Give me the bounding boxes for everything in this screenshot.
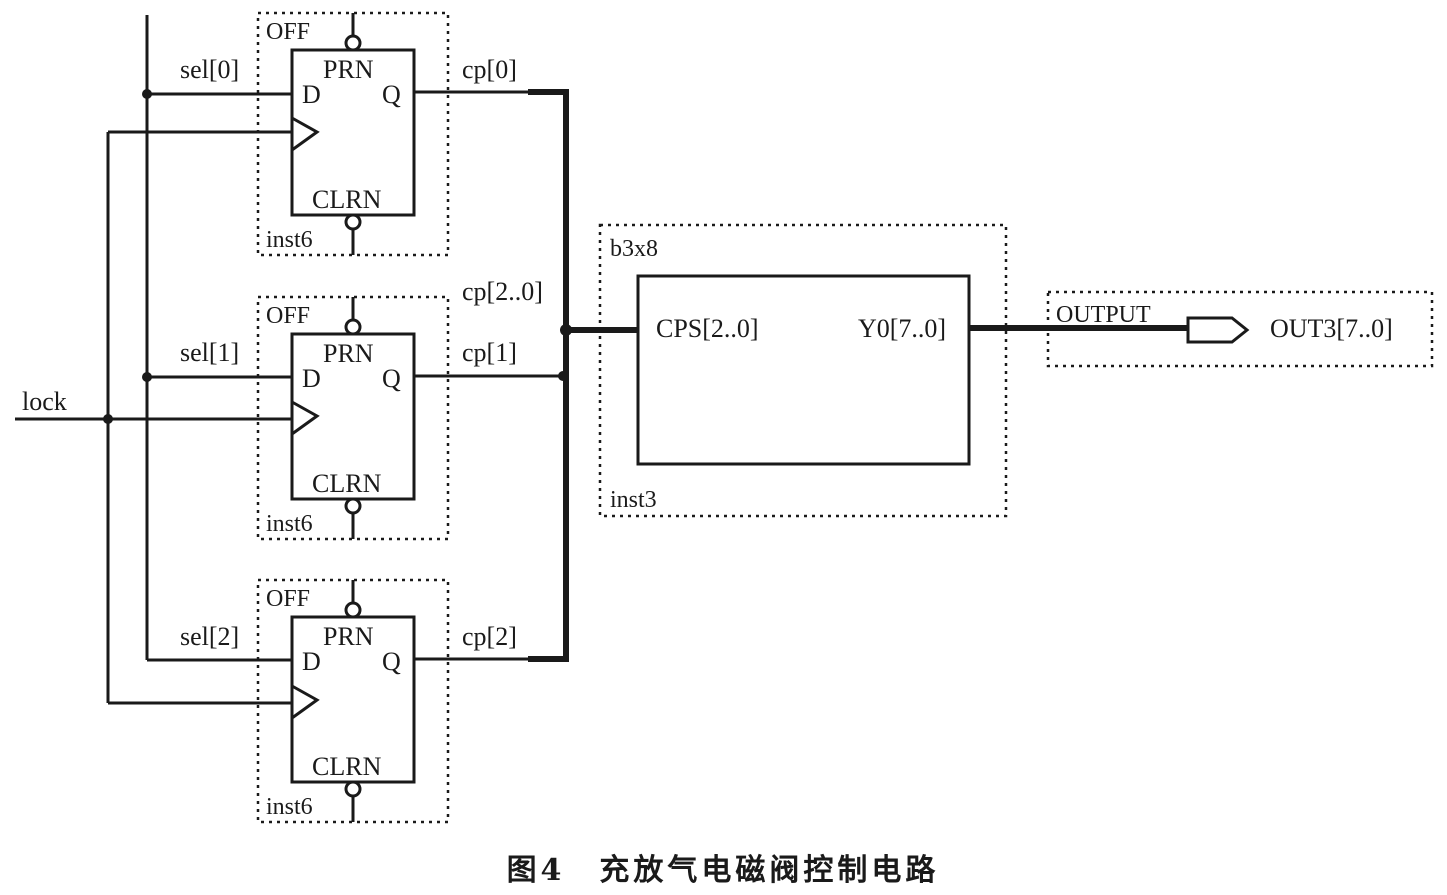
decoder-output-label: Y0[7..0] — [858, 314, 946, 343]
sel0-junction — [142, 89, 152, 99]
flipflop-2-clrn-bubble — [344, 780, 362, 798]
flipflop-0-type: OFF — [266, 19, 310, 45]
lock-label: lock — [22, 387, 67, 416]
flipflop-1-prn-bubble — [344, 318, 362, 336]
flipflop-2-clrn: CLRN — [312, 752, 382, 781]
flipflop-0-q: Q — [382, 80, 401, 109]
decoder: b3x8 inst3 CPS[2..0] Y0[7..0] — [598, 223, 1008, 518]
flipflop-2-clock-triangle — [291, 684, 320, 720]
cp0-label: cp[0] — [462, 55, 517, 84]
lock-junction — [103, 414, 113, 424]
flipflop-0: OFF inst6 PRN D Q CLRN — [256, 11, 450, 257]
flipflop-1-clock-triangle — [291, 400, 320, 436]
figure-caption: 图4 充放气电磁阀控制电路 — [507, 853, 940, 888]
flipflop-0-body — [290, 48, 416, 217]
flipflop-2-body — [290, 615, 416, 784]
flipflop-1-d: D — [302, 364, 321, 393]
sel1-label: sel[1] — [180, 338, 239, 367]
flipflop-1-clrn-bubble — [344, 497, 362, 515]
decoder-input-label: CPS[2..0] — [656, 314, 759, 343]
flipflop-1-type: OFF — [266, 303, 310, 329]
cp2-label: cp[2] — [462, 622, 517, 651]
flipflop-0-d: D — [302, 80, 321, 109]
output-pin-symbol — [1186, 316, 1250, 344]
flipflop-0-clrn-bubble — [344, 213, 362, 231]
flipflop-1-q: Q — [382, 364, 401, 393]
output-pin: OUTPUT OUT3[7..0] — [1046, 290, 1434, 368]
sel1-junction — [142, 372, 152, 382]
decoder-instance: inst3 — [610, 487, 657, 513]
flipflop-0-clrn: CLRN — [312, 185, 382, 214]
output-pin-frame — [1046, 290, 1434, 368]
decoder-type: b3x8 — [610, 236, 658, 262]
flipflop-2-d: D — [302, 647, 321, 676]
cp-bus-label: cp[2..0] — [462, 277, 543, 306]
flipflop-2: OFF inst6 PRN D Q CLRN — [256, 578, 450, 824]
sel2-label: sel[2] — [180, 622, 239, 651]
flipflop-2-prn-bubble — [344, 601, 362, 619]
output-pin-type: OUTPUT — [1056, 302, 1151, 328]
decoder-body — [636, 274, 971, 466]
cp-bus — [528, 89, 569, 662]
flipflop-1: OFF inst6 PRN D Q CLRN — [256, 295, 450, 541]
flipflop-0-instance: inst6 — [266, 227, 313, 253]
flipflop-0-prn: PRN — [323, 55, 374, 84]
flipflop-2-q: Q — [382, 647, 401, 676]
flipflop-1-clrn: CLRN — [312, 469, 382, 498]
flipflop-1-instance: inst6 — [266, 511, 313, 537]
output-pin-name: OUT3[7..0] — [1270, 314, 1393, 343]
decoder-instance-frame — [598, 223, 1008, 518]
flipflop-1-prn: PRN — [323, 339, 374, 368]
flipflop-2-instance: inst6 — [266, 794, 313, 820]
flipflop-2-type: OFF — [266, 586, 310, 612]
flipflop-0-clock-triangle — [291, 116, 320, 152]
flipflop-0-prn-bubble — [344, 34, 362, 52]
sel0-label: sel[0] — [180, 55, 239, 84]
cp1-label: cp[1] — [462, 338, 517, 367]
flipflop-1-body — [290, 332, 416, 501]
flipflop-2-prn: PRN — [323, 622, 374, 651]
cp-bus-junction — [560, 324, 572, 336]
